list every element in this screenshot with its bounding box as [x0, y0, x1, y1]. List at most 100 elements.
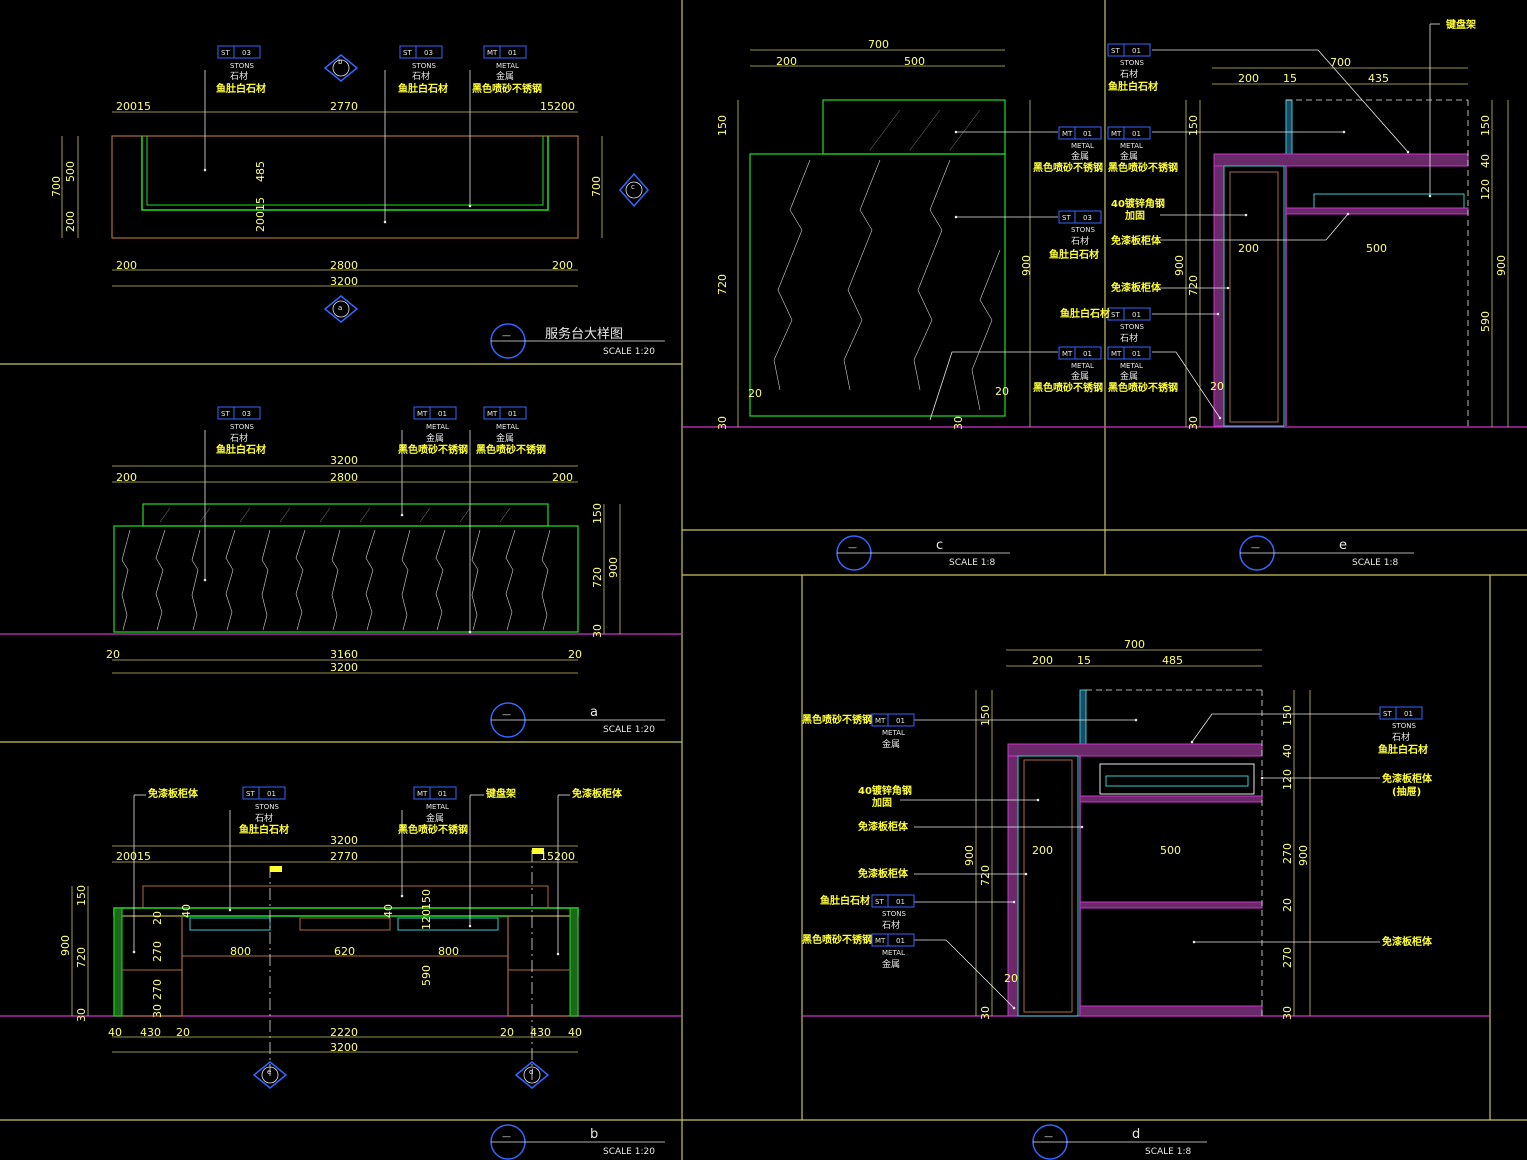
dim-b-h720: 720: [75, 947, 88, 968]
svg-text:黑色喷砂不锈钢: 黑色喷砂不锈钢: [398, 443, 468, 456]
dim-e-h590r: 590: [1479, 311, 1492, 332]
title-c: — c SCALE 1:8: [836, 535, 1010, 571]
svg-text:STONS: STONS: [230, 423, 254, 431]
svg-text:—: —: [502, 710, 511, 720]
label-d-steel: 40镀锌角钢: [858, 784, 912, 797]
dim-plan-mid: 2770: [330, 100, 358, 113]
svg-text:—: —: [502, 331, 511, 341]
section-marker-c: c: [619, 172, 649, 208]
svg-text:金属: 金属: [496, 70, 514, 82]
svg-text:STONS: STONS: [882, 910, 906, 918]
title-b: — b SCALE 1:20: [490, 1124, 665, 1160]
dim-e-h150: 150: [1187, 115, 1200, 136]
title-e: — e SCALE 1:8: [1239, 535, 1414, 571]
dim-plan-bl: 200: [116, 259, 137, 272]
section-marker-d: d: [514, 1061, 550, 1089]
dim-a-total: 3200: [330, 661, 358, 674]
svg-text:ST: ST: [875, 898, 884, 906]
svg-text:—: —: [848, 543, 857, 553]
section-marker-a: a: [323, 295, 359, 323]
svg-text:金属: 金属: [882, 738, 900, 750]
title-b-name: b: [590, 1127, 598, 1142]
svg-text:01: 01: [508, 410, 517, 418]
svg-text:金属: 金属: [1071, 150, 1089, 162]
svg-text:—: —: [502, 1132, 511, 1142]
dim-d-top: 700: [1124, 638, 1145, 651]
svg-text:鱼肚白石材: 鱼肚白石材: [216, 82, 266, 95]
d-counter-top: [1007, 743, 1263, 757]
svg-text:a: a: [338, 304, 342, 312]
a-counter-top: [142, 503, 549, 527]
svg-text:e: e: [267, 1068, 271, 1076]
dim-plan-bm: 2800: [330, 259, 358, 272]
title-d: — d SCALE 1:8: [1032, 1124, 1207, 1160]
svg-text:石材: 石材: [1071, 235, 1089, 247]
title-c-scale: SCALE 1:8: [949, 558, 995, 568]
svg-text:03: 03: [1083, 214, 1092, 222]
svg-text:03: 03: [424, 49, 433, 57]
dim-b-bl40: 40: [108, 1026, 122, 1039]
svg-text:MT: MT: [875, 717, 886, 725]
dim-e-h900r: 900: [1495, 255, 1508, 276]
title-a-scale: SCALE 1:20: [603, 725, 655, 735]
svg-text:STONS: STONS: [412, 62, 436, 70]
svg-text:黑色喷砂不锈钢: 黑色喷砂不锈钢: [1033, 161, 1103, 174]
label-e-cabinet-2: 免漆板柜体: [1111, 281, 1162, 294]
svg-text:—: —: [1251, 543, 1260, 553]
c-marble-veins: [773, 159, 1001, 411]
a-marble-veins: [121, 529, 551, 631]
dim-plan-tl: 20015: [116, 100, 151, 113]
dim-b-w620: 620: [334, 945, 355, 958]
label-e-reinforce: 加固: [1124, 209, 1145, 222]
svg-text:STONS: STONS: [230, 62, 254, 70]
label-d-cabinet-2: 免漆板柜体: [858, 867, 909, 880]
dim-d-t200: 200: [1032, 654, 1053, 667]
svg-text:c: c: [631, 183, 635, 191]
dim-b-top: 3200: [330, 834, 358, 847]
dim-d-h150: 150: [979, 705, 992, 726]
b-glass-top: [142, 885, 549, 909]
dim-d-h20: 20: [1004, 972, 1018, 985]
svg-text:黑色喷砂不锈钢: 黑色喷砂不锈钢: [802, 933, 872, 946]
svg-text:MT: MT: [417, 790, 428, 798]
dim-d-h30: 30: [979, 1006, 992, 1020]
dim-plan-tr: 15200: [540, 100, 575, 113]
svg-text:METAL: METAL: [1071, 142, 1094, 150]
svg-text:METAL: METAL: [1071, 362, 1094, 370]
dim-b-tr: 15200: [540, 850, 575, 863]
dim-a-top: 3200: [330, 454, 358, 467]
svg-text:ST: ST: [221, 410, 230, 418]
dim-e-h900: 900: [1173, 255, 1186, 276]
svg-text:ST: ST: [221, 49, 230, 57]
dim-b-bl20: 20: [176, 1026, 190, 1039]
svg-text:黑色喷砂不锈钢: 黑色喷砂不锈钢: [1108, 381, 1178, 394]
dim-a-h150: 150: [591, 503, 604, 524]
svg-text:MT: MT: [487, 49, 498, 57]
dim-plan-l200: 200: [64, 211, 77, 232]
svg-text:石材: 石材: [1120, 68, 1138, 80]
label-e-keyboard: 键盘架: [1445, 18, 1476, 31]
dim-d-h150r: 150: [1281, 705, 1294, 726]
svg-text:01: 01: [1083, 350, 1092, 358]
svg-text:01: 01: [1132, 350, 1141, 358]
svg-text:鱼肚白石材: 鱼肚白石材: [1108, 80, 1158, 93]
title-plan-name: 服务台大样图: [545, 326, 623, 342]
svg-text:MT: MT: [1111, 130, 1122, 138]
svg-text:METAL: METAL: [496, 423, 519, 431]
dim-e-h150r: 150: [1479, 115, 1492, 136]
dim-a-tm: 2800: [330, 471, 358, 484]
dim-b-d20: 20: [151, 911, 164, 925]
dim-a-bl: 20: [106, 648, 120, 661]
title-c-name: c: [936, 538, 943, 553]
svg-text:MT: MT: [487, 410, 498, 418]
